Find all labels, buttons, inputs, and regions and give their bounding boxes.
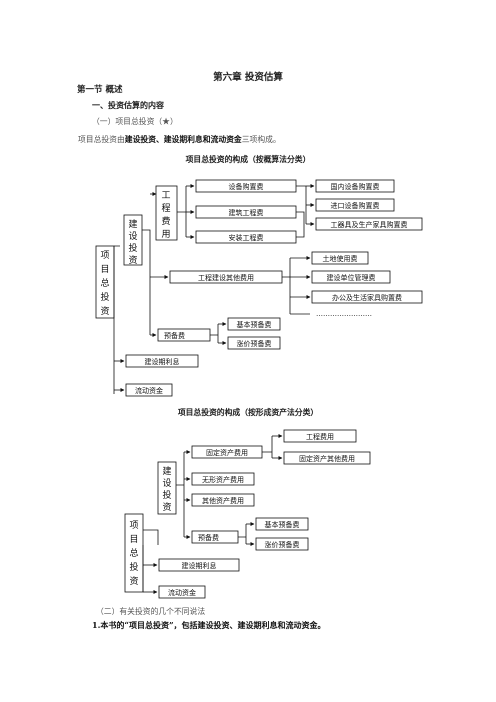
d1-root-char: 资 bbox=[100, 306, 109, 317]
d1-tools: 工器具及生产家具购置费 bbox=[331, 220, 408, 229]
d2-price: 涨价预备费 bbox=[265, 540, 300, 549]
d1-construct: 建筑工程费 bbox=[229, 208, 264, 217]
d1-mgmt: 建设单位管理费 bbox=[327, 273, 376, 282]
d2-root-char: 目 bbox=[129, 534, 138, 545]
d1-interest: 建设期利息 bbox=[145, 357, 180, 366]
subsection-title: 一、投资估算的内容 bbox=[92, 100, 164, 110]
d1-equip: 设备购置费 bbox=[229, 182, 264, 191]
intro-paragraph: 项目总投资由建设投资、建设期利息和流动资金三项构成。 bbox=[78, 134, 281, 145]
d1-reserve: 预备费 bbox=[164, 331, 185, 340]
note-line: 1.本书的“项目总投资”，包括建设投资、建设期利息和流动资金。 bbox=[92, 620, 326, 630]
d2-basic: 基本预备费 bbox=[265, 520, 300, 529]
d2-build-char: 建 bbox=[162, 465, 171, 477]
d2-intangible: 无形资产费用 bbox=[202, 475, 244, 484]
d2-other-asset: 其他资产费用 bbox=[202, 496, 244, 505]
d2-interest: 建设期利息 bbox=[182, 561, 217, 570]
d2-fixed: 固定资产费用 bbox=[206, 448, 248, 457]
d1-build-char: 资 bbox=[128, 255, 137, 266]
intro-bold: 建设投资、建设期利息和流动资金 bbox=[124, 135, 242, 144]
diagram1: 项 目 总 投 资 建 设 投 资 工 程 费 用 设备购置费 建筑工程费 安装… bbox=[100, 182, 407, 395]
d1-price: 涨价预备费 bbox=[237, 339, 272, 348]
d1-install: 安装工程费 bbox=[229, 233, 264, 242]
d2-eng: 工程费用 bbox=[306, 432, 334, 441]
d2-build-char: 设 bbox=[162, 478, 171, 489]
d1-liquid: 流动资金 bbox=[135, 386, 163, 395]
d1-eng-char: 费 bbox=[161, 215, 170, 227]
d2-root-char: 总 bbox=[129, 547, 138, 559]
d1-office: 办公及生活家具购置费 bbox=[332, 293, 402, 302]
d1-domestic: 国内设备购置费 bbox=[331, 182, 380, 191]
d2-build-char: 资 bbox=[162, 502, 171, 513]
d1-build-char: 投 bbox=[128, 242, 137, 254]
diagram2: 项 目 总 投 资 建 设 投 资 固定资产费用 工程费用 固定资产其他费用 无… bbox=[129, 432, 355, 597]
d2-fixed-other: 固定资产其他费用 bbox=[299, 454, 355, 463]
d1-basic: 基本预备费 bbox=[237, 320, 272, 329]
d1-other: 工程建设其他费用 bbox=[198, 273, 254, 282]
d1-eng-char: 程 bbox=[161, 203, 170, 214]
d1-root-char: 总 bbox=[100, 277, 109, 289]
d2-build-char: 投 bbox=[162, 489, 171, 501]
diagram1-caption: 项目总投资的构成（按概算法分类） bbox=[185, 155, 311, 164]
d1-build-char: 建 bbox=[128, 218, 137, 230]
d1-root-char: 投 bbox=[100, 291, 109, 303]
d1-land: 土地使用费 bbox=[323, 254, 358, 263]
d1-root-char: 项 bbox=[100, 250, 109, 261]
d1-root-char: 目 bbox=[100, 264, 109, 275]
d2-liquid: 流动资金 bbox=[168, 588, 196, 597]
d2-reserve: 预备费 bbox=[198, 533, 219, 542]
intro-prefix: 项目总投资由 bbox=[78, 135, 125, 144]
d1-build-char: 设 bbox=[128, 231, 137, 242]
chapter-title: 第六章 投资估算 bbox=[213, 72, 283, 83]
d1-eng-char: 工 bbox=[161, 191, 170, 201]
d2-root-char: 资 bbox=[129, 576, 138, 587]
subheading-different-terms: （二）有关投资的几个不同说法 bbox=[96, 607, 206, 616]
diagram2-caption: 项目总投资的构成（按形成资产法分类） bbox=[177, 408, 319, 417]
d2-root-char: 项 bbox=[129, 520, 138, 531]
d2-root-char: 投 bbox=[129, 561, 138, 573]
d1-dots: …………………… bbox=[316, 310, 372, 318]
subheading-total-investment: （一）项目总投资（★） bbox=[92, 117, 178, 126]
intro-suffix: 三项构成。 bbox=[241, 135, 281, 144]
d1-eng-char: 用 bbox=[161, 229, 170, 240]
section-title: 第一节 概述 bbox=[77, 85, 123, 95]
d1-imported: 进口设备购置费 bbox=[331, 201, 380, 210]
